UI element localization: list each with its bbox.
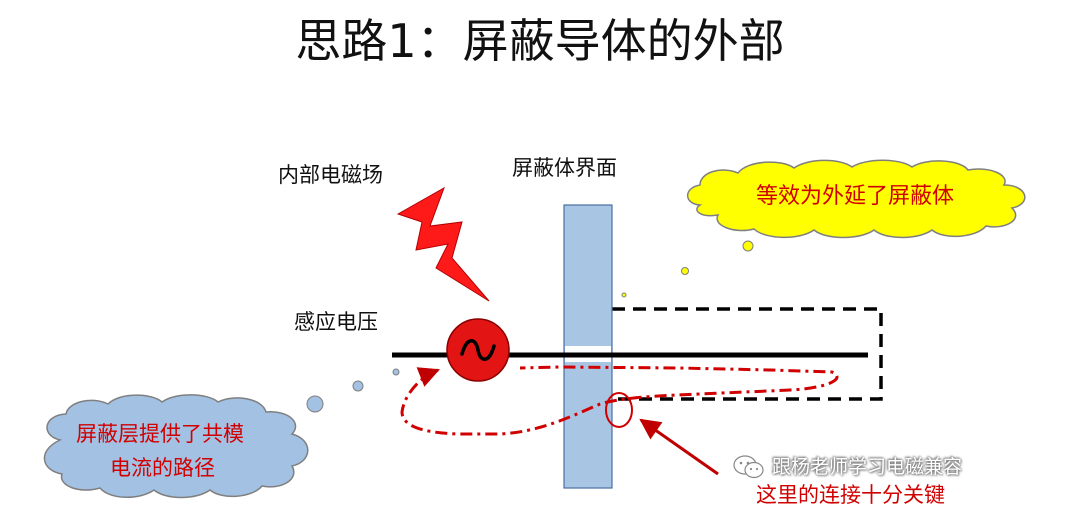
common-mode-current-path — [400, 365, 839, 436]
thought-bubble-dot — [352, 380, 364, 392]
lightning-bolt-icon — [396, 186, 490, 302]
key-connection-label: 这里的连接十分关键 — [756, 483, 945, 507]
thought-bubble-dot — [681, 267, 689, 275]
shield-interface-label: 屏蔽体界面 — [512, 156, 617, 180]
shield-path-label-line2: 电流的路径 — [110, 456, 215, 480]
thought-bubble-dot — [392, 368, 400, 376]
equivalent-extension-label: 等效为外延了屏蔽体 — [756, 184, 955, 209]
connection-pointer-arrow — [639, 418, 719, 476]
blue-cloud — [43, 394, 309, 499]
thought-bubble-dot — [742, 240, 754, 252]
wechat-icon — [733, 455, 764, 479]
yellow-cloud — [686, 159, 1026, 239]
extended-shield-dashed — [612, 307, 883, 401]
ac-voltage-source-icon — [446, 318, 510, 382]
page-title: 思路1：屏蔽导体的外部 — [295, 14, 785, 68]
shield-path-label-line1: 屏蔽层提供了共模 — [76, 422, 244, 446]
induced-voltage-label: 感应电压 — [294, 310, 378, 334]
connection-highlight-ellipse — [605, 392, 633, 428]
internal-field-label: 内部电磁场 — [278, 163, 383, 187]
thought-bubble-dot — [306, 395, 324, 413]
watermark-text: 跟杨老师学习电磁兼容 — [772, 456, 963, 478]
thought-bubble-dot — [621, 292, 627, 298]
